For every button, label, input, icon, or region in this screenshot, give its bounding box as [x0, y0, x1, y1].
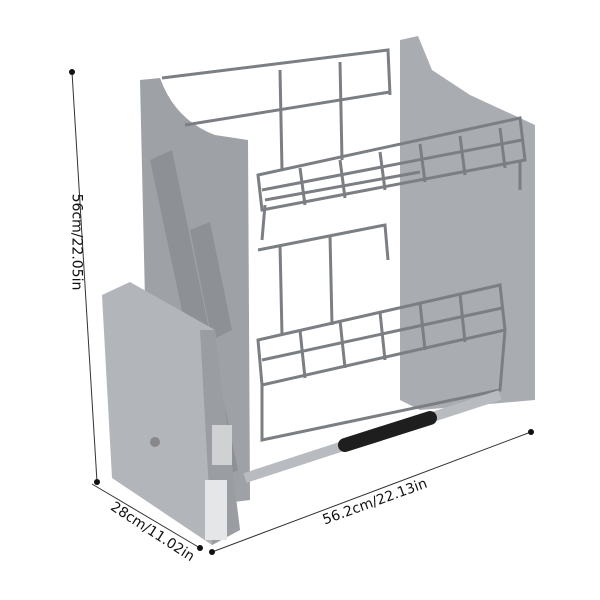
handle-grip	[338, 411, 437, 452]
dimension-dots	[69, 69, 534, 555]
instruction-label	[205, 480, 227, 540]
dimension-lines	[71, 71, 532, 553]
lift-arm-lower	[190, 222, 232, 340]
screw-hole	[150, 437, 160, 447]
upper-basket	[161, 48, 527, 241]
height-dimension-label: 56cm/22.05in	[68, 193, 85, 291]
back-right-panel	[400, 36, 535, 410]
latch	[212, 425, 232, 465]
lower-basket	[256, 223, 507, 442]
